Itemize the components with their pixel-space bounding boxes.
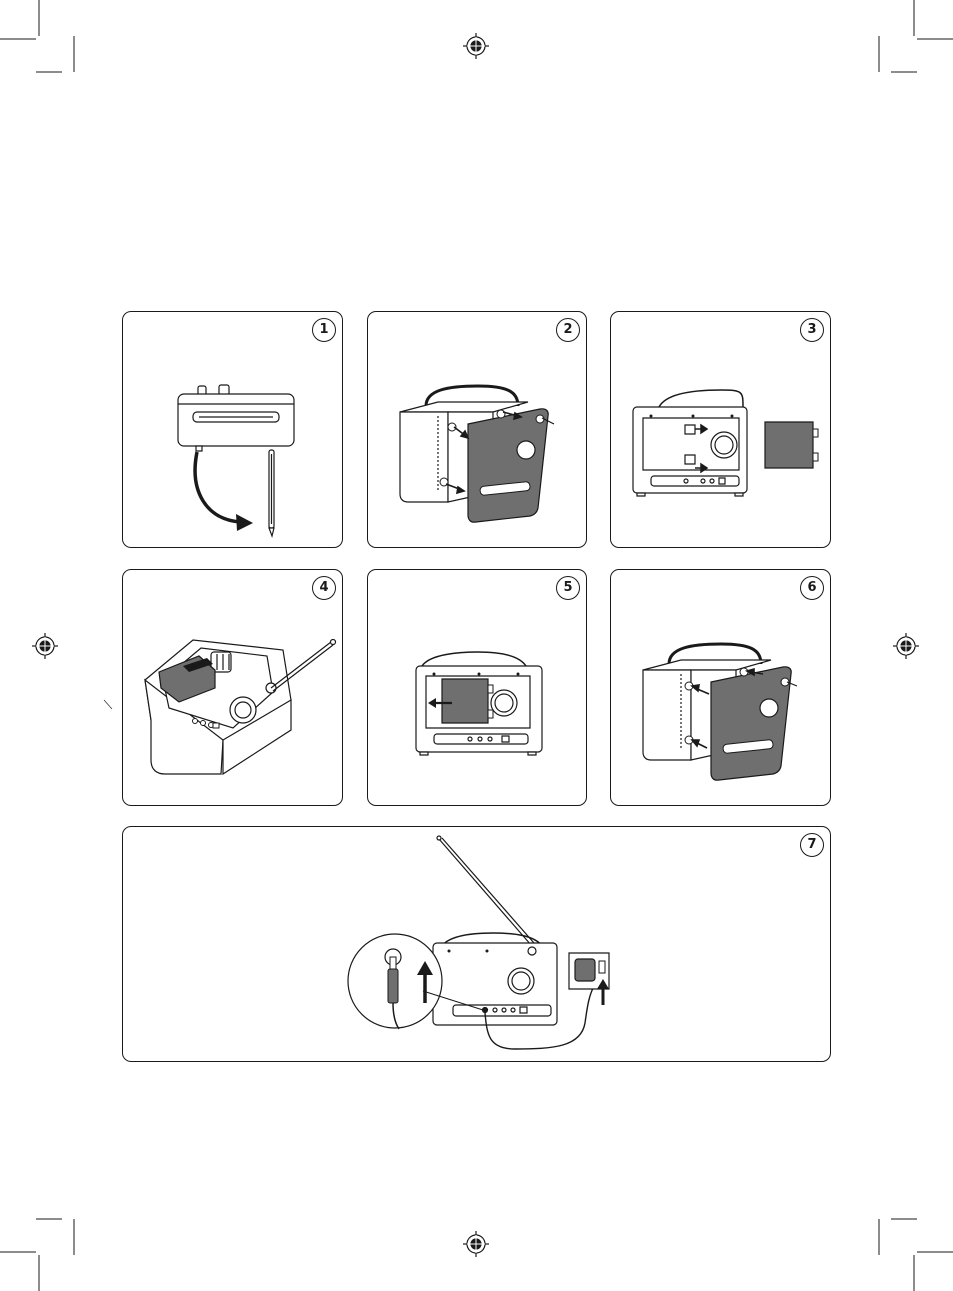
connect-power-adapter-icon [123, 827, 832, 1063]
step-6-panel: 6 [610, 569, 831, 806]
step-1-panel: 1 [122, 311, 343, 548]
step-5-panel: 5 [367, 569, 587, 806]
insert-battery-pack-icon [123, 570, 344, 807]
registration-mark-left [32, 633, 58, 659]
refit-back-cover-icon [611, 570, 832, 807]
battery-compartment-open-icon [611, 312, 832, 549]
registration-mark-top [463, 33, 489, 59]
step-3-panel: 3 [610, 311, 831, 548]
registration-mark-bottom [463, 1231, 489, 1257]
step-4-panel: 4 [122, 569, 343, 806]
registration-mark-right [893, 633, 919, 659]
step-7-panel: 7 [122, 826, 831, 1062]
radio-top-view-antenna-icon [123, 312, 344, 549]
step-2-panel: 2 [367, 311, 587, 548]
slide-battery-pack-icon [368, 570, 588, 807]
remove-back-cover-screws-icon [368, 312, 588, 549]
